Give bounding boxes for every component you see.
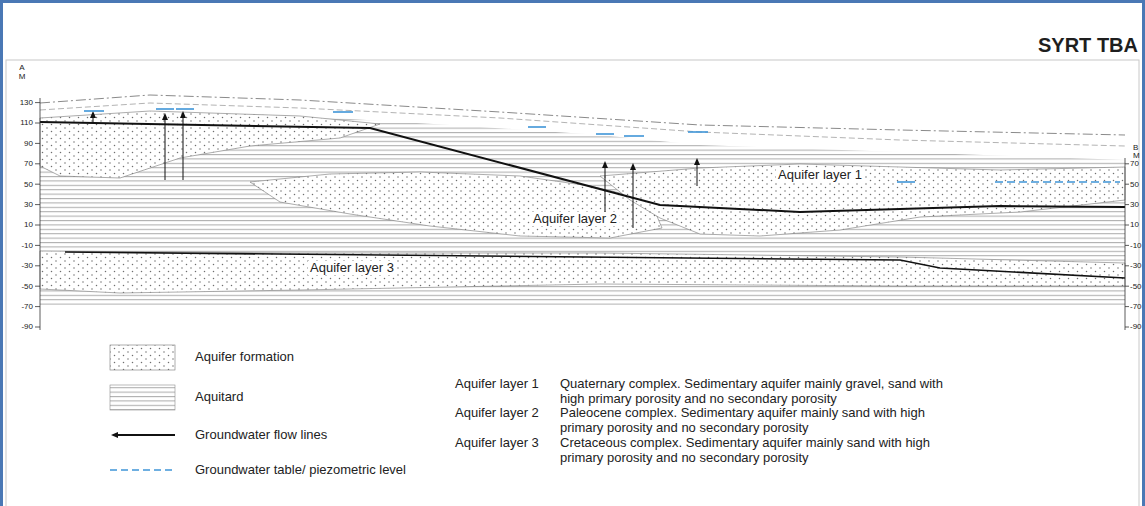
legend-text: Groundwater flow lines <box>195 428 327 443</box>
layer-description: Quaternary complex. Sedimentary aquifer … <box>560 377 952 407</box>
layer-key: Aquifer layer 3 <box>455 436 539 451</box>
depth-tick: -10 <box>1130 241 1142 250</box>
layer-description: Cretaceous complex. Sedimentary aquifer … <box>560 436 952 466</box>
depth-tick: -90 <box>21 322 33 331</box>
depth-tick: -50 <box>1130 282 1142 291</box>
depth-tick: 70 <box>24 159 33 168</box>
aquifer-band <box>40 251 1125 293</box>
depth-tick: -90 <box>1130 322 1142 331</box>
depth-axes <box>35 98 1129 330</box>
head-arrow <box>697 161 698 186</box>
axis-label: M <box>19 72 26 81</box>
aquifer-lens <box>40 111 380 178</box>
head-arrow <box>165 116 166 180</box>
depth-tick: -30 <box>1130 261 1142 270</box>
layer-description: Paleocene complex. Sedimentary aquifer m… <box>560 406 952 436</box>
legend-sample-aquifer <box>110 345 175 370</box>
aquifer-lens <box>600 164 1125 236</box>
legend-sample-flow <box>114 434 175 436</box>
depth-tick: 10 <box>1130 220 1139 229</box>
aquifer-lens <box>250 172 662 238</box>
axis-label: B <box>1133 143 1138 152</box>
depth-tick: 30 <box>24 200 33 209</box>
depth-tick: -50 <box>21 282 33 291</box>
figure-title: SYRT TBA <box>1038 34 1138 57</box>
depth-tick: 70 <box>1130 159 1139 168</box>
depth-tick: 30 <box>1130 200 1139 209</box>
head-arrow <box>633 166 634 228</box>
legend-sample-level <box>110 469 175 471</box>
layer-label: Aquifer layer 2 <box>531 212 619 227</box>
legend-text: Aquifer formation <box>195 350 294 365</box>
piezometric-marks <box>84 109 1120 182</box>
depth-tick: 110 <box>20 118 33 127</box>
flow-line <box>40 122 1125 212</box>
depth-tick: 50 <box>24 180 33 189</box>
head-arrow <box>183 114 184 180</box>
inner-frame <box>6 60 1139 506</box>
depth-tick: 10 <box>24 220 33 229</box>
ground-surface <box>40 95 1125 135</box>
flow-line <box>65 252 1125 278</box>
depth-tick: -30 <box>21 261 33 270</box>
layer-label: Aquifer layer 1 <box>776 168 864 183</box>
depth-tick: -10 <box>21 241 33 250</box>
aquitard-zone <box>40 111 1125 305</box>
legend-text: Groundwater table/ piezometric level <box>195 463 406 478</box>
depth-tick: -70 <box>1130 302 1142 311</box>
layer-key: Aquifer layer 2 <box>455 406 539 421</box>
head-arrow <box>93 114 94 122</box>
depth-tick: 90 <box>24 139 33 148</box>
axis-label: A <box>19 63 24 72</box>
depth-tick: 50 <box>1130 180 1139 189</box>
layer-label: Aquifer layer 3 <box>308 261 396 276</box>
depth-tick: -70 <box>21 302 33 311</box>
legend-sample-aquitard <box>110 385 175 410</box>
layer-key: Aquifer layer 1 <box>455 377 539 392</box>
depth-tick: 130 <box>20 98 33 107</box>
legend-text: Aquitard <box>195 390 243 405</box>
